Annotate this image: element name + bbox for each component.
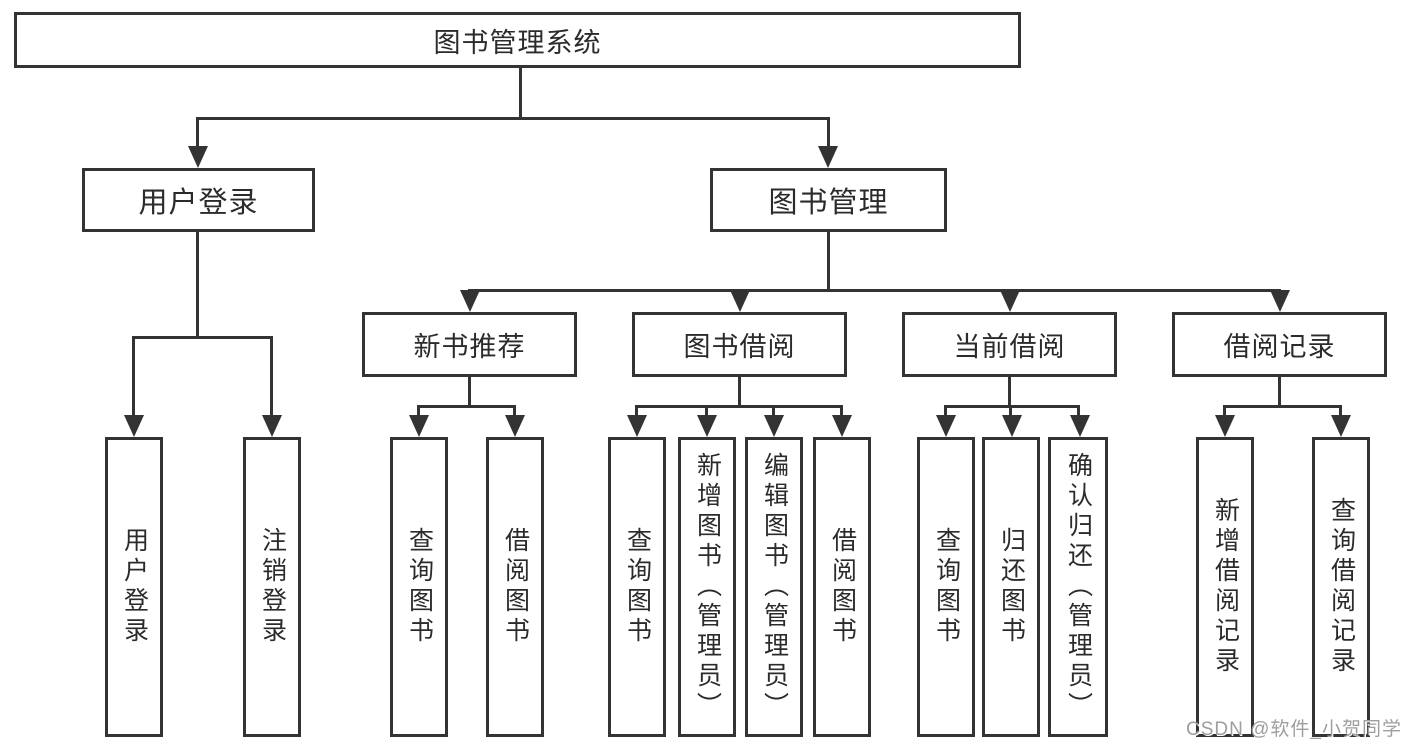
leaf-label: 查询图书 <box>932 527 961 647</box>
leaf-label: 归还图书 <box>997 527 1026 647</box>
node-new-books-label: 新书推荐 <box>413 332 526 362</box>
node-root-label: 图书管理系统 <box>433 27 602 58</box>
connector-current-borrow-trunk <box>1008 375 1011 408</box>
leaf-user-login: 用户登录 <box>105 437 163 737</box>
leaf-label: 编辑图书（管理员） <box>760 452 789 722</box>
connector-user-login-rail <box>132 336 273 339</box>
node-book-mgmt-label: 图书管理 <box>768 187 889 219</box>
connector-drop-leaf <box>270 336 273 416</box>
arrow-down-icon <box>262 415 282 437</box>
node-borrow-records: 借阅记录 <box>1172 312 1387 377</box>
watermark: CSDN @软件_小贺同学 <box>1186 719 1402 740</box>
connector-drop-leaf <box>132 336 135 416</box>
leaf-newbooks-query-books: 查询图书 <box>390 437 448 737</box>
node-borrow-records-label: 借阅记录 <box>1223 332 1336 362</box>
connector-drop-leaf <box>840 405 843 417</box>
connector-drop-leaf <box>1223 405 1226 417</box>
connector-drop-leaf <box>944 405 947 417</box>
arrow-down-icon <box>627 415 647 437</box>
leaf-label: 借阅图书 <box>501 527 530 647</box>
arrow-down-icon <box>936 415 956 437</box>
arrow-down-icon <box>505 415 525 437</box>
leaf-records-add-record: 新增借阅记录 <box>1196 437 1254 737</box>
node-root: 图书管理系统 <box>14 12 1021 68</box>
connector-book-borrow-trunk <box>738 375 741 408</box>
connector-drop-leaf <box>1339 405 1342 417</box>
leaf-borrow-query-books: 查询图书 <box>608 437 666 737</box>
leaf-label: 用户登录 <box>120 527 149 647</box>
leaf-label: 借阅图书 <box>828 527 857 647</box>
leaf-borrow-borrow-books: 借阅图书 <box>813 437 871 737</box>
arrow-down-icon <box>1270 290 1290 312</box>
leaf-label: 新增借阅记录 <box>1211 497 1240 677</box>
leaf-label: 查询图书 <box>623 527 652 647</box>
arrow-down-icon <box>409 415 429 437</box>
connector-drop-leaf <box>513 405 516 417</box>
connector-drop-leaf <box>417 405 420 417</box>
connector-drop-leaf <box>635 405 638 417</box>
arrow-down-icon <box>764 415 784 437</box>
arrow-down-icon <box>818 146 838 168</box>
connector-drop-leaf <box>705 405 708 417</box>
connector-drop-leaf <box>772 405 775 417</box>
connector-borrow-records-trunk <box>1278 375 1281 408</box>
leaf-label: 查询借阅记录 <box>1327 497 1356 677</box>
node-new-books: 新书推荐 <box>362 312 577 377</box>
arrow-down-icon <box>1070 415 1090 437</box>
leaf-newbooks-borrow-books: 借阅图书 <box>486 437 544 737</box>
leaf-current-query-books: 查询图书 <box>917 437 975 737</box>
arrow-down-icon <box>832 415 852 437</box>
connector-root-trunk <box>519 66 522 120</box>
arrow-down-icon <box>730 290 750 312</box>
leaf-records-query-record: 查询借阅记录 <box>1312 437 1370 737</box>
leaf-borrow-add-books-admin: 新增图书（管理员） <box>678 437 736 737</box>
arrow-down-icon <box>1331 415 1351 437</box>
node-book-borrow: 图书借阅 <box>632 312 847 377</box>
node-user-login: 用户登录 <box>82 168 315 232</box>
node-book-borrow-label: 图书借阅 <box>683 332 796 362</box>
arrow-down-icon <box>1215 415 1235 437</box>
arrow-down-icon <box>1000 290 1020 312</box>
connector-new-books-trunk <box>468 375 471 408</box>
arrow-down-icon <box>460 290 480 312</box>
connector-drop-book-mgmt <box>827 117 830 147</box>
arrow-down-icon <box>1002 415 1022 437</box>
arrow-down-icon <box>124 415 144 437</box>
connector-drop-user-login <box>196 117 199 147</box>
arrow-down-icon <box>188 146 208 168</box>
leaf-label: 查询图书 <box>405 527 434 647</box>
connector-drop-leaf <box>1077 405 1080 417</box>
connector-book-mgmt-rail <box>468 289 1281 292</box>
leaf-logout: 注销登录 <box>243 437 301 737</box>
node-user-login-label: 用户登录 <box>138 187 259 219</box>
node-current-borrow-label: 当前借阅 <box>953 332 1066 362</box>
connector-borrow-records-rail <box>1223 405 1342 408</box>
arrow-down-icon <box>697 415 717 437</box>
leaf-label: 新增图书（管理员） <box>693 452 722 722</box>
connector-current-borrow-rail <box>944 405 1080 408</box>
connector-drop-leaf <box>1009 405 1012 417</box>
connector-book-mgmt-trunk <box>827 230 830 292</box>
leaf-current-confirm-return-admin: 确认归还（管理员） <box>1048 437 1108 737</box>
connector-user-login-trunk <box>196 230 199 339</box>
connector-book-borrow-rail <box>635 405 843 408</box>
leaf-label: 确认归还（管理员） <box>1064 452 1093 722</box>
connector-level1-rail <box>196 117 830 120</box>
node-book-mgmt: 图书管理 <box>710 168 947 232</box>
leaf-borrow-edit-books-admin: 编辑图书（管理员） <box>745 437 803 737</box>
node-current-borrow: 当前借阅 <box>902 312 1117 377</box>
connector-new-books-rail <box>417 405 516 408</box>
leaf-label: 注销登录 <box>258 527 287 647</box>
leaf-current-return-books: 归还图书 <box>982 437 1040 737</box>
